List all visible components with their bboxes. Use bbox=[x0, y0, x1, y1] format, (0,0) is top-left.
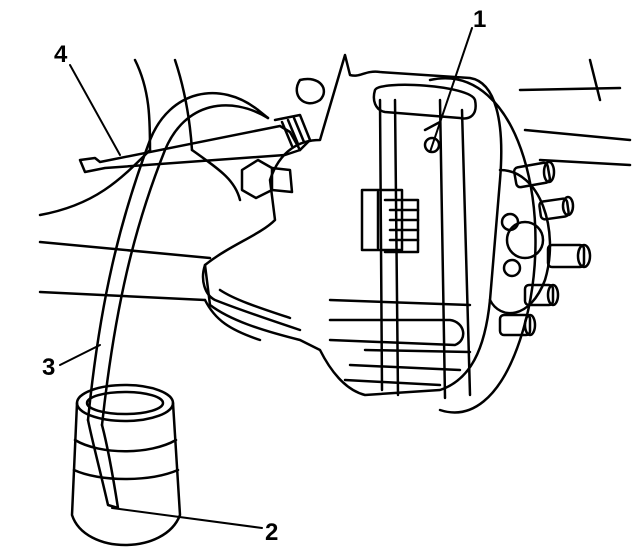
leader-lines bbox=[59, 27, 473, 529]
brake-caliper bbox=[201, 53, 503, 400]
bleeder-hose bbox=[86, 91, 270, 510]
callout-4: 4 bbox=[54, 41, 68, 68]
lug-stud bbox=[546, 243, 592, 269]
bleeder-wrench bbox=[78, 113, 312, 174]
lug-stud bbox=[498, 313, 537, 337]
callout-3: 3 bbox=[42, 354, 55, 381]
fluid-container bbox=[70, 383, 182, 547]
lug-stud bbox=[538, 195, 575, 221]
wheel-hub bbox=[428, 77, 592, 414]
callout-2: 2 bbox=[265, 519, 278, 546]
lug-stud bbox=[523, 283, 560, 307]
axle-and-frame bbox=[38, 58, 632, 342]
lug-stud bbox=[512, 160, 556, 189]
callout-1: 1 bbox=[473, 6, 486, 33]
